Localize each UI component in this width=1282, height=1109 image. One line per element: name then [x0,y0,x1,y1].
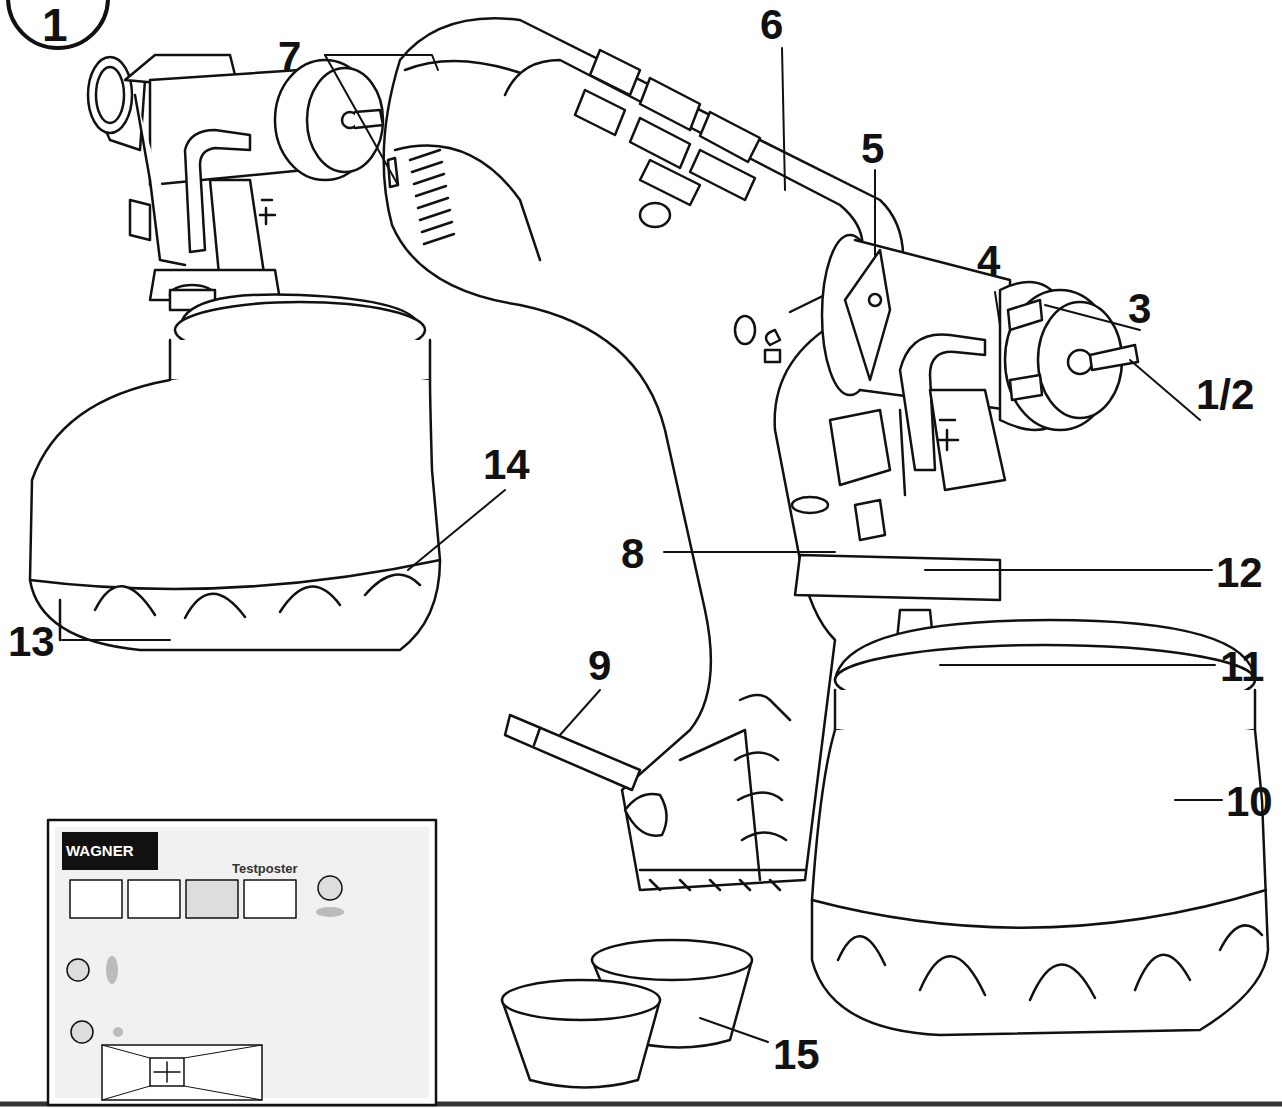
leader-line [62,639,170,641]
paint-container [812,730,1268,1035]
callout-number: 10 [1226,781,1273,823]
leader-line [925,569,1212,571]
test-poster [67,959,89,981]
leader-line [700,1018,768,1042]
leader-line [325,55,398,185]
callout-number: 8 [621,533,644,575]
measuring-cups [502,980,660,1020]
test-poster [154,1062,180,1082]
test-poster [48,820,436,1105]
measuring-cups [592,940,752,980]
motor-housing [680,695,790,880]
spare-attachment [30,380,440,650]
test-poster [318,876,342,900]
poster-title: Testposter [232,862,298,875]
callout-number: 6 [760,4,783,46]
motor-housing [640,203,670,227]
callout-number: 11 [1220,646,1264,688]
spray-attachment [855,500,885,540]
spare-attachment [60,575,420,640]
callout-number: 9 [588,645,611,687]
spare-attachment [130,200,150,240]
leader-line [995,292,1000,325]
spare-attachment [135,95,185,265]
spray-attachment [1068,350,1092,374]
spray-attachment [869,294,881,306]
leader-line [325,55,438,70]
motor-housing [625,794,667,836]
test-poster [316,907,344,917]
brand-logo: WAGNER [66,843,134,858]
spray-attachment [900,410,905,495]
callout-number: 3 [1128,288,1151,330]
measuring-cups [502,940,752,1088]
leader-line [782,48,785,190]
callout-number: 7 [278,36,301,78]
test-poster [128,880,180,918]
test-poster [106,956,118,984]
power-cord [505,715,640,790]
motor-housing [395,146,540,260]
spray-attachment [795,235,1138,600]
spare-attachment [260,200,275,224]
test-poster [186,880,238,918]
leader-line [1045,305,1140,330]
leader-line [874,170,876,255]
spray-attachment [1008,300,1042,400]
leader-line [940,664,1215,666]
test-poster [102,1045,262,1100]
leader-line [408,490,505,570]
power-cord [534,728,540,745]
motor-housing [384,18,904,890]
spray-attachment [845,250,890,380]
motor-housing [384,18,904,890]
callout-number: 14 [483,444,530,486]
leader-line [1175,799,1222,801]
test-poster [71,1021,93,1043]
spray-attachment [795,555,1000,600]
spare-attachment [355,110,383,128]
callout-number: 1/2 [1196,374,1254,416]
leader-line [1130,360,1200,420]
paint-container [812,610,1268,1035]
test-poster [70,880,122,918]
spray-attachment [830,410,890,485]
leader-line [62,48,1222,1042]
spray-attachment [930,390,1005,490]
figure-circle [8,0,108,48]
motor-housing [792,497,828,513]
motor-housing [765,330,780,362]
motor-housing [575,50,760,205]
test-poster [62,832,158,870]
motor-housing [640,870,805,890]
callout-number: 4 [977,240,1000,282]
leader-line [664,551,835,553]
leader-line [560,690,600,735]
callout-number: 5 [861,128,884,170]
spray-attachment [938,420,958,450]
test-poster [113,1027,123,1037]
paint-container [838,925,1262,1000]
power-cord [505,715,640,790]
paint-container [812,890,1266,928]
motor-housing [735,316,755,344]
test-poster [102,1045,262,1100]
test-poster [150,1058,184,1086]
test-poster [48,820,436,1105]
test-poster [244,880,296,918]
callout-number: 13 [8,621,55,663]
figure-number: 1 [42,2,68,48]
callout-number: 15 [773,1034,820,1076]
spare-attachment [307,68,383,172]
motor-housing [410,150,454,244]
spare-attachment [96,67,124,123]
callout-number: 12 [1216,552,1263,594]
spare-attachment [30,55,440,650]
spare-attachment [88,57,132,133]
spray-attachment [1090,345,1138,370]
figure-circle [8,0,108,48]
